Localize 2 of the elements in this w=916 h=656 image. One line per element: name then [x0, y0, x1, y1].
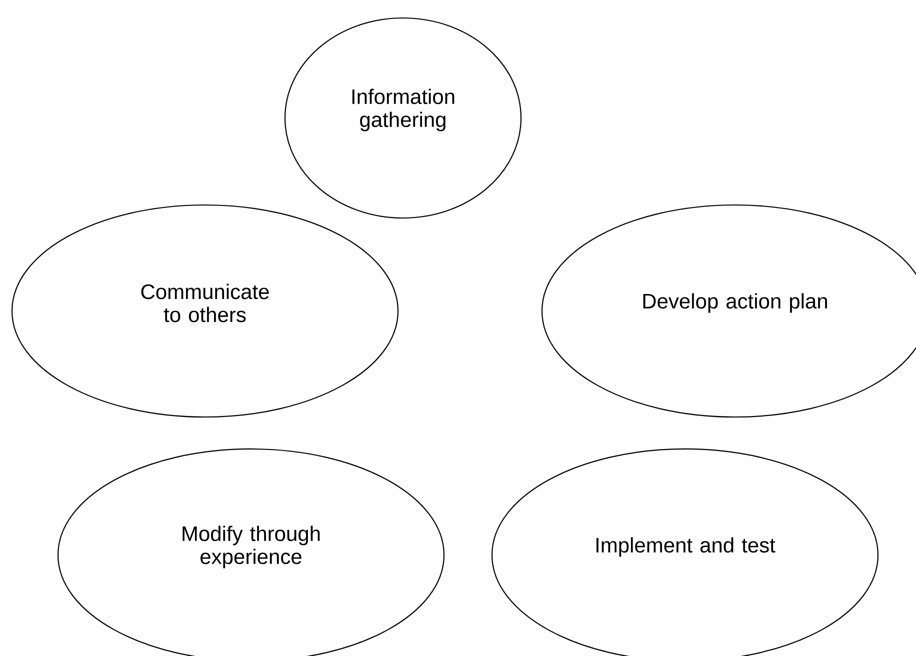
ellipse-node: Communicate to others: [11, 204, 399, 418]
ellipse-node: Information gathering: [284, 17, 522, 219]
